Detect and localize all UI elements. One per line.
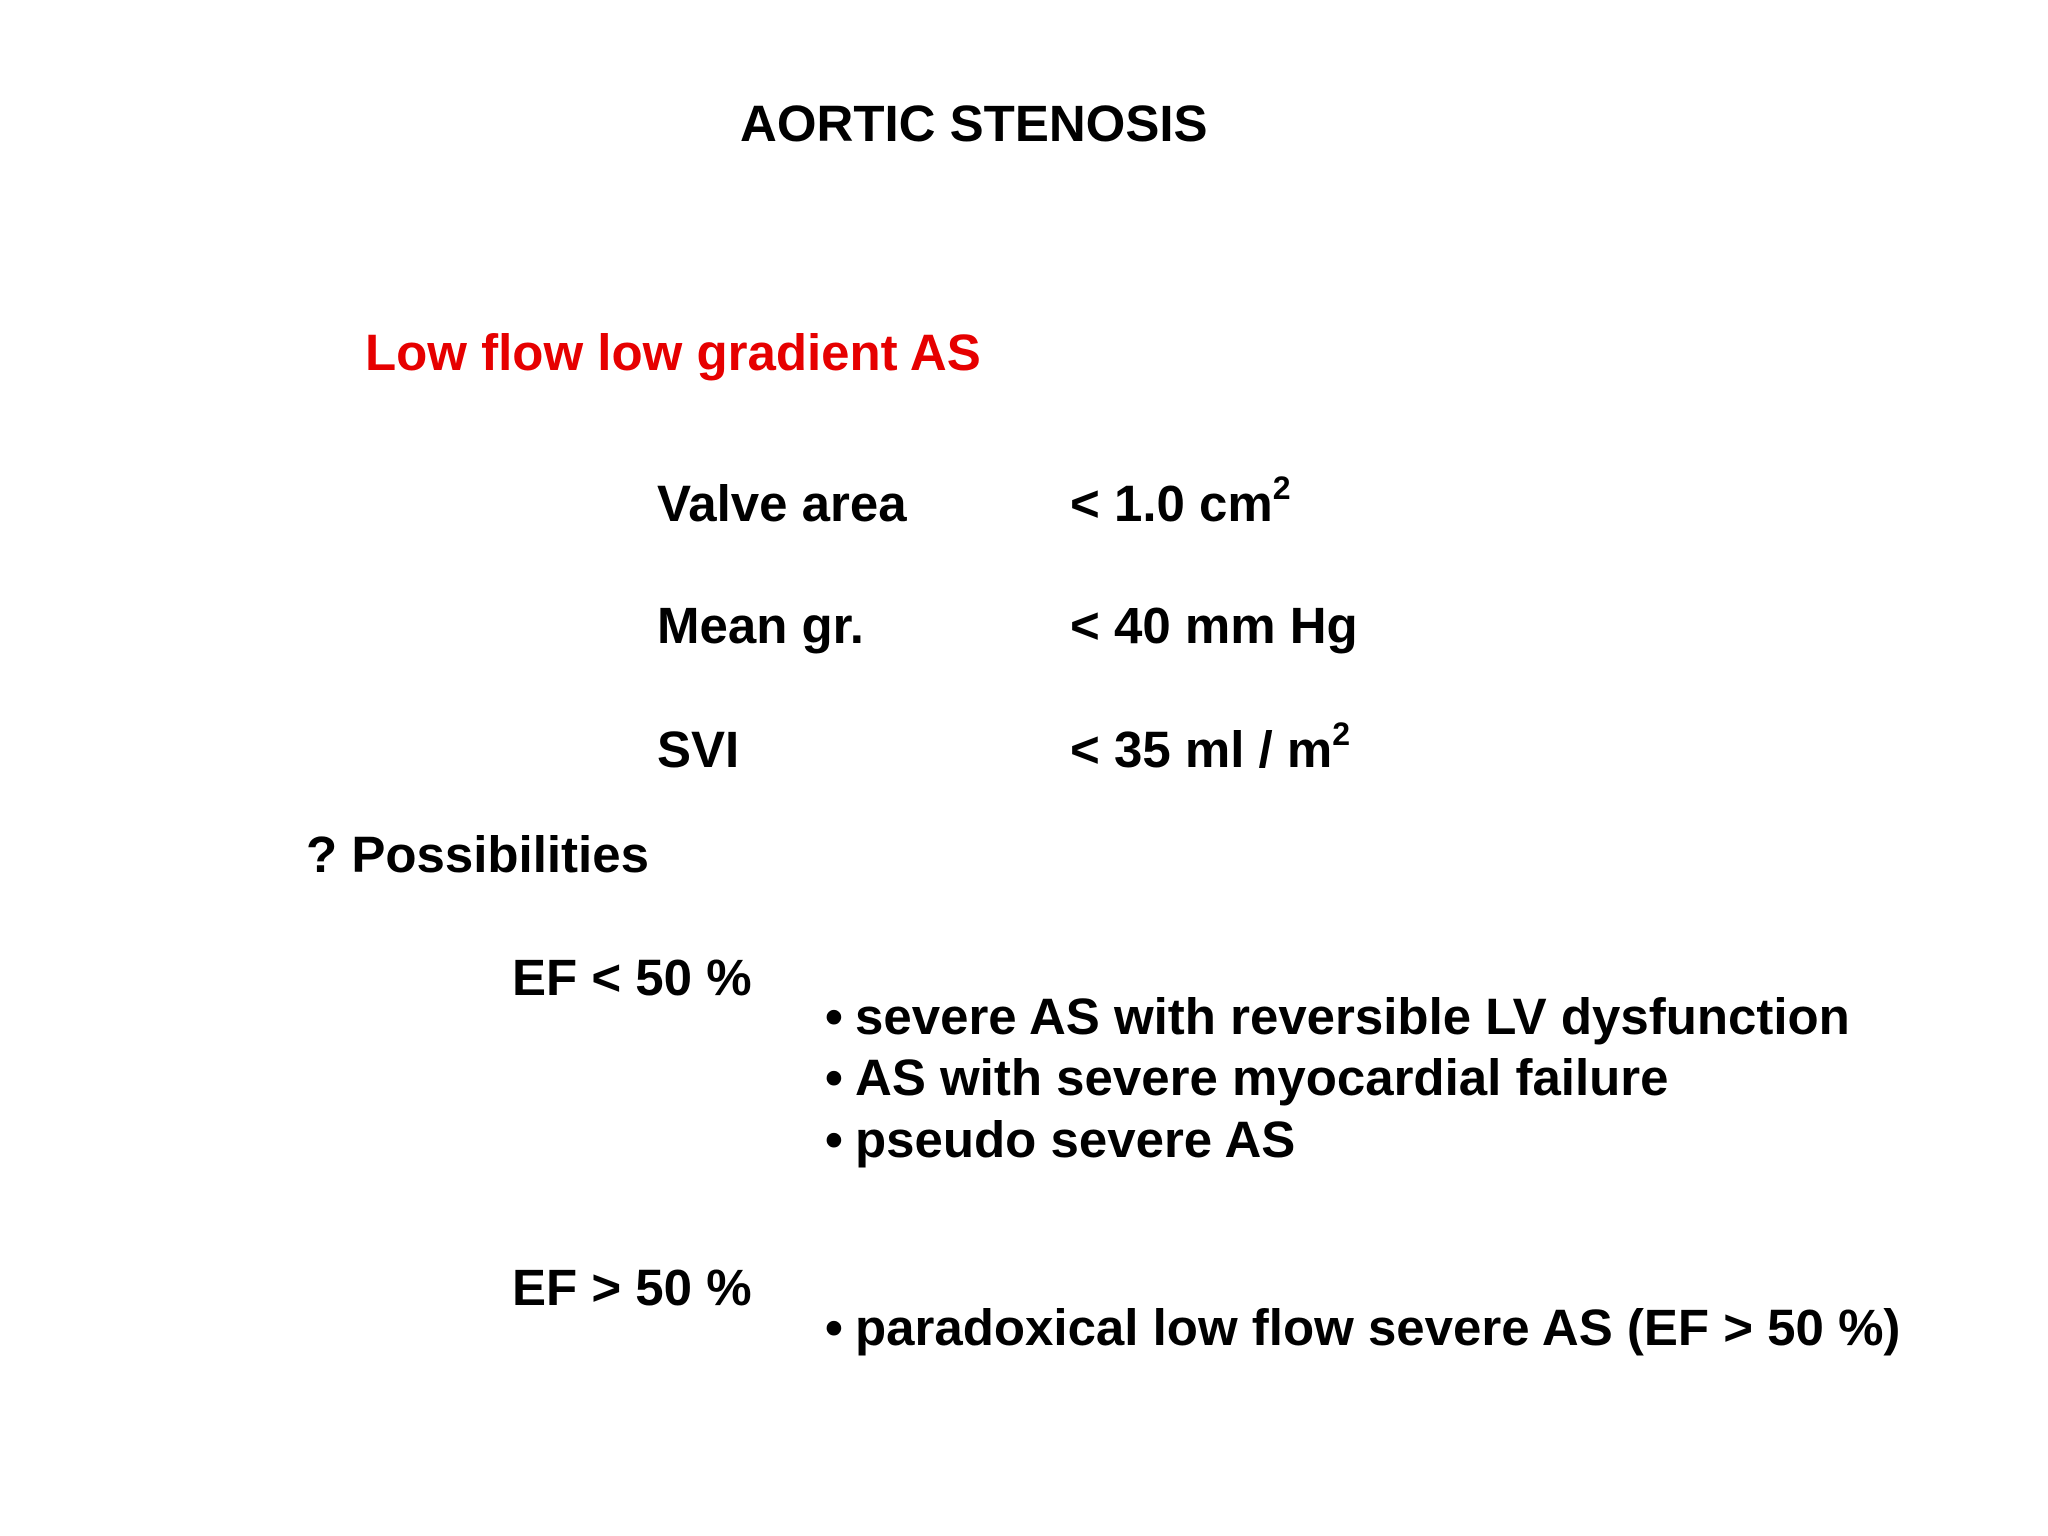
bullet-glyph: • — [825, 1111, 843, 1168]
bullet-item: •pseudo severe AS — [825, 1111, 1296, 1168]
ef-group-label-high: EF > 50 % — [512, 1259, 752, 1316]
possibilities-heading: ? Possibilities — [306, 826, 649, 883]
unit-exponent: 2 — [1332, 716, 1351, 752]
bullet-glyph: • — [825, 1299, 843, 1356]
unit-exponent: 2 — [1272, 470, 1291, 506]
param-label-svi: SVI — [657, 721, 740, 778]
bullet-item: •paradoxical low flow severe AS (EF > 50… — [825, 1299, 1901, 1356]
slide-subtitle: Low flow low gradient AS — [365, 324, 981, 381]
bullet-glyph: • — [825, 1049, 843, 1106]
param-value-mean-gradient: < 40 mm Hg — [1070, 597, 1358, 654]
bullet-item: •AS with severe myocardial failure — [825, 1049, 1669, 1106]
param-value-valve-area: < 1.0 cm2 — [1070, 470, 1291, 532]
param-label-valve-area: Valve area — [657, 475, 907, 532]
param-value-svi: < 35 ml / m2 — [1070, 716, 1351, 778]
slide-title: AORTIC STENOSIS — [740, 95, 1208, 152]
param-label-mean-gradient: Mean gr. — [657, 597, 864, 654]
bullet-glyph: • — [825, 988, 843, 1045]
ef-group-label-low: EF < 50 % — [512, 949, 752, 1006]
bullet-item: •severe AS with reversible LV dysfunctio… — [825, 988, 1850, 1045]
